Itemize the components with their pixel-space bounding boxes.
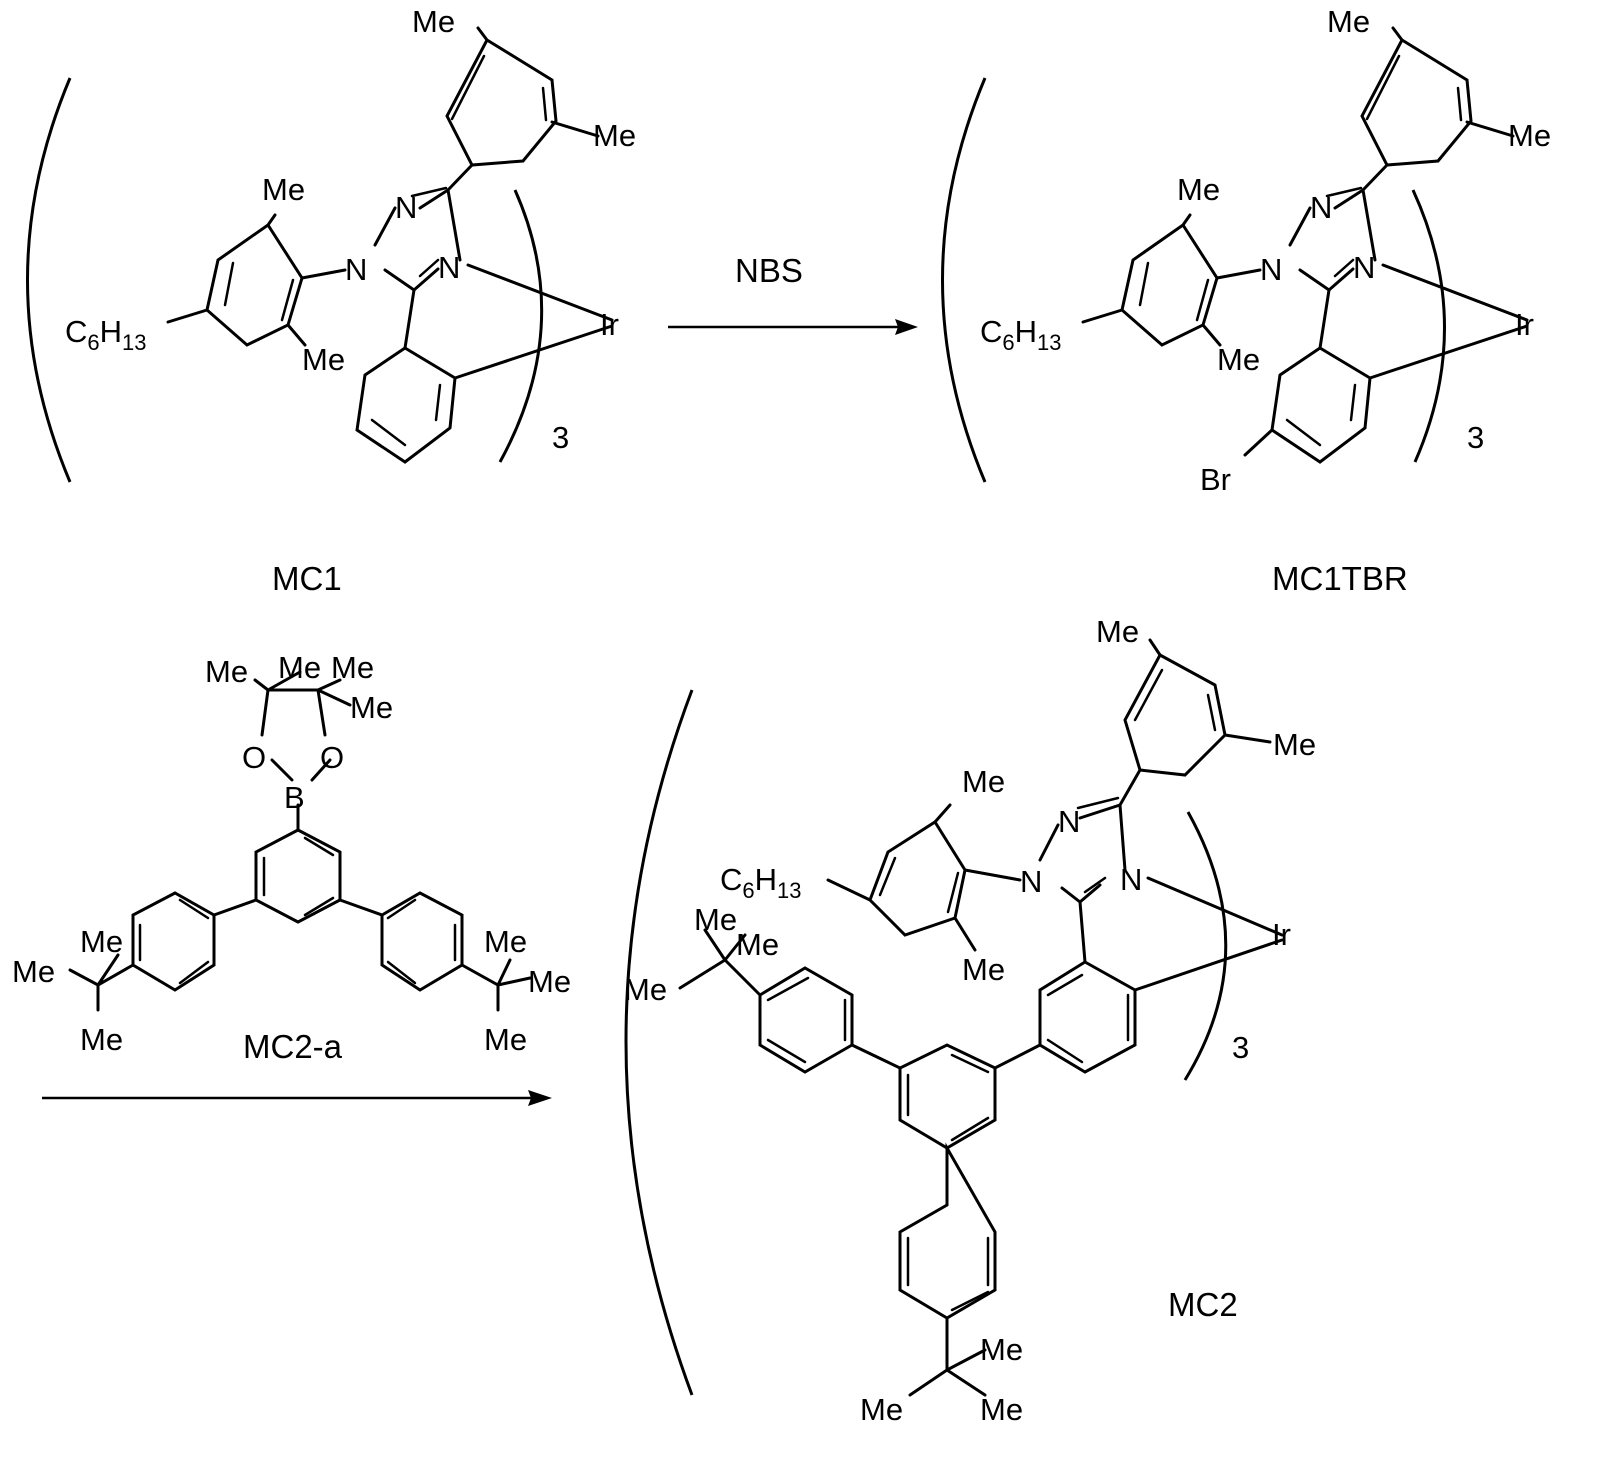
atom-methyl: Me	[1327, 4, 1370, 39]
atom-nitrogen: N	[1020, 864, 1042, 899]
compound-label-mc1tbr: MC1TBR	[1272, 560, 1408, 597]
atom-methyl: Me	[12, 954, 55, 989]
atom-methyl: Me	[980, 1332, 1023, 1367]
atom-nitrogen: N	[1260, 252, 1282, 287]
atom-nitrogen: N	[1120, 862, 1142, 897]
multiplicity-label: 3	[1232, 1030, 1249, 1065]
atom-methyl: Me	[302, 342, 345, 377]
atom-methyl: Me	[484, 924, 527, 959]
atom-methyl: Me	[262, 172, 305, 207]
atom-methyl: Me	[694, 902, 737, 937]
atom-iridium: Ir	[1272, 917, 1291, 952]
atom-methyl: Me	[80, 1022, 123, 1057]
atom-bromine: Br	[1200, 462, 1231, 497]
bracket-right	[500, 190, 542, 462]
atom-nitrogen: N	[1353, 250, 1375, 285]
compound-label-mc2: MC2	[1168, 1286, 1238, 1323]
atom-methyl: Me	[1273, 727, 1316, 762]
compound-label-mc2a: MC2-a	[243, 1028, 343, 1065]
ring-xylyl	[447, 40, 556, 165]
atom-methyl: Me	[80, 924, 123, 959]
atom-nitrogen: N	[345, 252, 367, 287]
atom-methyl: Me	[412, 4, 455, 39]
atom-nitrogen: N	[438, 250, 460, 285]
atom-methyl: Me	[331, 650, 374, 685]
multiplicity-label: 3	[552, 420, 569, 455]
reaction-arrow-suzuki	[42, 1090, 552, 1106]
atom-methyl: Me	[1177, 172, 1220, 207]
atom-methyl: Me	[1217, 342, 1260, 377]
atom-methyl: Me	[205, 654, 248, 689]
structure-mc2a: Me Me Me Me O O B Me Me Me Me Me Me MC2-…	[12, 650, 571, 1065]
multiplicity-label: 3	[1467, 420, 1484, 455]
substituent-hexyl: C6H13	[980, 314, 1062, 355]
atom-methyl: Me	[1508, 118, 1551, 153]
atom-methyl: Me	[1096, 614, 1139, 649]
reagent-nbs: NBS	[735, 252, 803, 289]
atom-methyl: Me	[962, 952, 1005, 987]
reaction-arrow-nbs: NBS	[668, 252, 918, 335]
atom-boron: B	[284, 780, 305, 815]
substituent-hexyl: C6H13	[65, 314, 147, 355]
atom-nitrogen: N	[1058, 804, 1080, 839]
atom-nitrogen: N	[1310, 190, 1332, 225]
atom-iridium: Ir	[600, 307, 619, 342]
substituent-hexyl: C6H13	[720, 862, 802, 903]
atom-methyl: Me	[962, 764, 1005, 799]
structure-mc2: Me Me Me Me N N N Ir C6H13 Me Me Me Me M…	[624, 614, 1316, 1427]
atom-methyl: Me	[350, 690, 393, 725]
atom-methyl: Me	[980, 1392, 1023, 1427]
structure-mc1: Me Me Me Me N N N Ir C6H13 3	[28, 4, 637, 482]
atom-iridium: Ir	[1515, 307, 1534, 342]
bracket-left	[28, 78, 71, 482]
ring-phenylene	[357, 290, 455, 462]
atom-methyl: Me	[624, 972, 667, 1007]
atom-nitrogen: N	[395, 190, 417, 225]
atom-methyl: Me	[278, 650, 321, 685]
atom-methyl: Me	[860, 1392, 903, 1427]
atom-methyl: Me	[484, 1022, 527, 1057]
atom-methyl: Me	[528, 964, 571, 999]
atom-oxygen: O	[320, 740, 344, 775]
atom-methyl: Me	[736, 927, 779, 962]
atom-oxygen: O	[242, 740, 266, 775]
structure-mc1tbr: Me Me Me Me N N N Ir Br C6H13 3	[943, 4, 1552, 497]
compound-label-mc1: MC1	[272, 560, 342, 597]
atom-methyl: Me	[593, 118, 636, 153]
